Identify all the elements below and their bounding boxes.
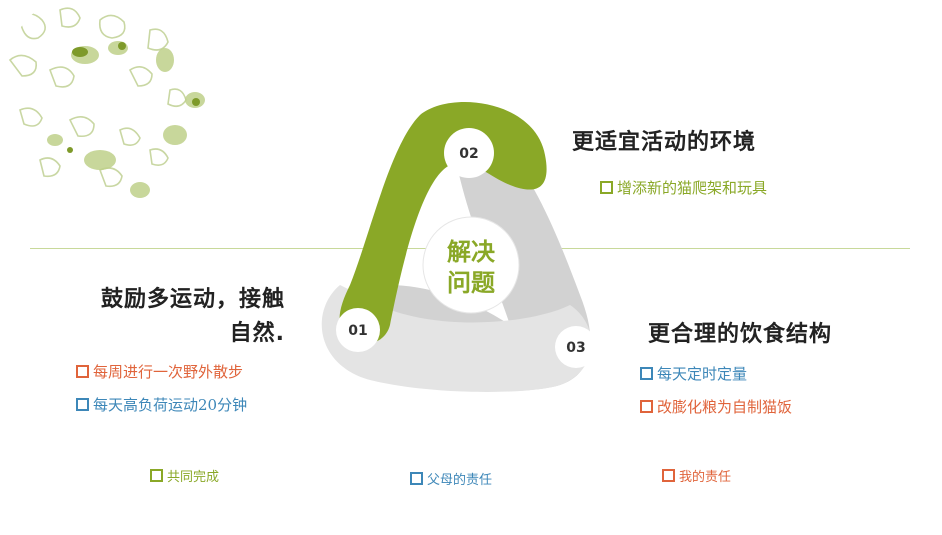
node-03-label: 03 (566, 340, 585, 356)
heading-exercise-line2: 自然. (229, 321, 285, 346)
square-bullet-icon (150, 469, 163, 482)
node-03-circle (555, 326, 597, 368)
list-item: 增添新的猫爬架和玩具 (600, 177, 767, 198)
legend-item-mine: 我的责任 (662, 466, 731, 485)
cat-pattern-decoration (8, 7, 205, 198)
square-bullet-icon (600, 180, 613, 194)
heading-exercise-line1: 鼓励多运动，接触 (100, 287, 285, 312)
legend-item-parents: 父母的责任 (410, 469, 492, 488)
node-01-circle (336, 308, 380, 352)
list-item: 每天定时定量 (640, 363, 747, 384)
center-title-line2: 问题 (447, 269, 495, 297)
center-title: 解决 问题 (439, 237, 503, 299)
square-bullet-icon (640, 399, 653, 413)
square-bullet-icon (662, 469, 675, 482)
legend-item-shared: 共同完成 (150, 466, 219, 485)
list-item: 改膨化粮为自制猫饭 (640, 396, 792, 417)
cycle-band-green (339, 102, 547, 344)
list-item: 每周进行一次野外散步 (76, 361, 243, 382)
cycle-diagram: 02 01 03 (321, 102, 597, 392)
square-bullet-icon (76, 397, 89, 411)
square-bullet-icon (76, 364, 89, 378)
node-02-label: 02 (459, 146, 478, 162)
node-02-circle (444, 128, 494, 178)
node-01-label: 01 (348, 323, 367, 339)
list-item: 每天高负荷运动20分钟 (76, 394, 247, 415)
heading-exercise: 鼓励多运动，接触 自然. (80, 283, 285, 351)
center-title-line1: 解决 (447, 238, 495, 266)
heading-environment: 更适宜活动的环境 (572, 130, 757, 155)
center-circle (422, 216, 520, 314)
square-bullet-icon (640, 366, 653, 380)
square-bullet-icon (410, 472, 423, 485)
heading-diet: 更合理的饮食结构 (648, 322, 833, 347)
